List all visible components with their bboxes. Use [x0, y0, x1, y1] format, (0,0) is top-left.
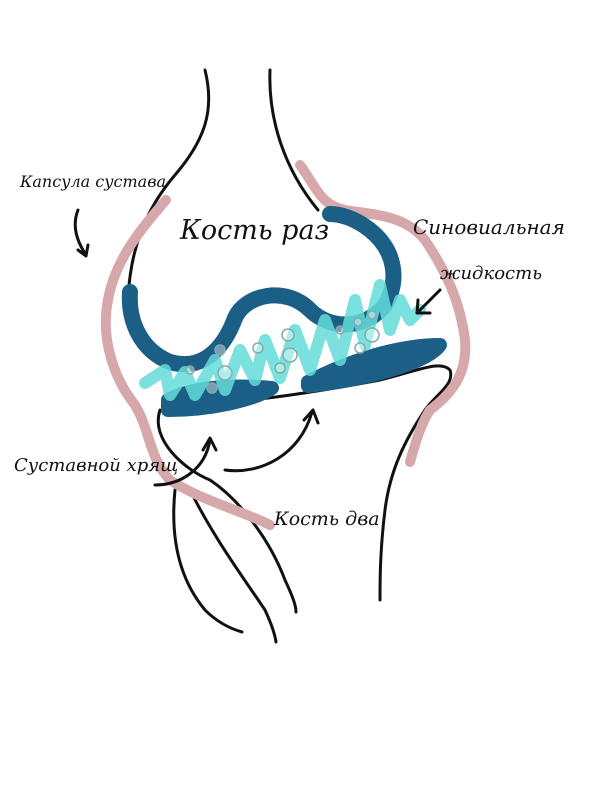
- tibia-top-edge: [163, 364, 453, 602]
- fibula-edge-1: [172, 488, 244, 634]
- label-synovial-line2: жидкость: [440, 263, 542, 284]
- joint-capsule-left: [100, 195, 275, 530]
- label-cartilage: Суставной хрящ: [14, 455, 179, 476]
- arrow-synovial: [415, 288, 442, 315]
- cartilage-upper: [121, 206, 402, 372]
- arrow-cartilage-2: [223, 408, 320, 473]
- arrow-capsule: [73, 208, 90, 258]
- femur-right-edge: [268, 68, 320, 212]
- label-bone-one: Кость раз: [180, 215, 330, 246]
- synovial-fluid: [139, 279, 426, 401]
- arrow-cartilage-1: [153, 436, 218, 487]
- label-synovial-line1: Синовиальная: [413, 215, 565, 239]
- fibula-edge-2: [188, 488, 278, 644]
- label-capsule: Капсула сустава: [20, 172, 167, 191]
- label-bone-two: Кость два: [274, 508, 380, 530]
- femur-left-edge: [126, 68, 211, 302]
- cartilage-lower-right: [301, 338, 447, 393]
- fluid-bubbles: [185, 310, 380, 394]
